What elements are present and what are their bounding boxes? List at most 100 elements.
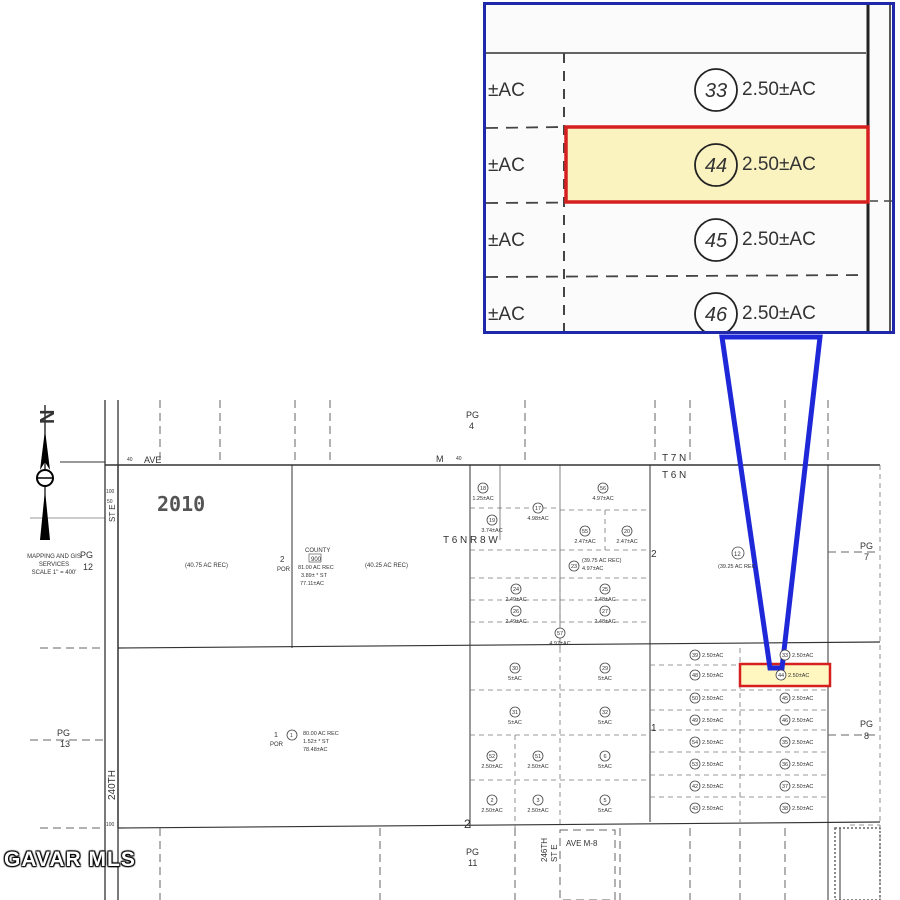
parcel-number-circle xyxy=(599,662,611,674)
inset-row-parcel-46[interactable]: ±AC 46 2.50±AC xyxy=(488,292,816,331)
page-ref-4[interactable]: PG 4 xyxy=(466,410,479,431)
street-width-100-top: 100 xyxy=(106,489,115,495)
parcel-number: 24 xyxy=(513,587,519,593)
parcel-acreage: 4.97±AC xyxy=(549,641,570,647)
parcel-26-label[interactable]: 262.49±AC xyxy=(505,605,527,625)
parcel-number-circle xyxy=(779,780,791,792)
parcel-2-label[interactable]: 22.50±AC xyxy=(481,794,503,814)
parcel-3-label[interactable]: 3 2.50±AC xyxy=(527,794,549,814)
svg-text:PG: PG xyxy=(80,550,93,560)
inset-left-acreage-fragment: ±AC xyxy=(488,230,525,251)
parcel-20-label[interactable]: 202.47±AC xyxy=(616,525,638,545)
township-t7n: T 7 N xyxy=(662,453,686,464)
parcel-acreage: 5±AC xyxy=(598,764,612,770)
svg-text:PG: PG xyxy=(57,728,70,738)
parcel-56-label[interactable]: 564.97±AC xyxy=(592,482,614,502)
parcel-number: 52 xyxy=(489,754,495,760)
parcel-1-label[interactable]: 1 POR 1 80.00 AC REC 1.52± * ST 78.48±AC xyxy=(270,729,339,753)
svg-text:77.11±AC: 77.11±AC xyxy=(300,581,324,587)
parcel-6-label[interactable]: 6 5±AC xyxy=(598,750,612,770)
svg-text:PG: PG xyxy=(860,541,873,551)
parcel-17-label[interactable]: 174.98±AC xyxy=(527,502,549,522)
parcel-number: 44 xyxy=(778,673,784,679)
parcel-number: 48 xyxy=(692,673,698,679)
small-parcel-labels: 181.25±AC193.74±AC174.98±AC564.97±AC552.… xyxy=(472,482,813,814)
page-ref-11[interactable]: PG 11 xyxy=(466,847,479,868)
parcel-number: 53 xyxy=(692,762,698,768)
section-number-1: 1 xyxy=(651,723,657,734)
parcel-31-label[interactable]: 315±AC xyxy=(508,706,522,726)
parcel-number-circle xyxy=(568,560,580,572)
north-arrow-icon: N xyxy=(36,405,59,540)
inset-parcel-number: 45 xyxy=(705,230,728,252)
parcel-25-label[interactable]: 252.48±AC xyxy=(594,583,616,603)
page-ref-8[interactable]: PG 8 xyxy=(860,719,873,741)
street-ave: AVE xyxy=(144,455,161,465)
parcel-19-label[interactable]: 193.74±AC xyxy=(481,514,503,534)
parcel-number: 49 xyxy=(692,718,698,724)
parcel-number-circle xyxy=(779,758,791,770)
parcel-acreage: 2.48±AC xyxy=(594,619,615,625)
street-240th: 240TH xyxy=(107,770,118,800)
page-ref-7[interactable]: PG 7 xyxy=(860,541,873,562)
parcel-29-label[interactable]: 295±AC xyxy=(598,662,612,682)
parcel-number-circle xyxy=(486,794,498,806)
parcel-32-label[interactable]: 325±AC xyxy=(598,706,612,726)
svg-text:3.89± * ST: 3.89± * ST xyxy=(301,573,328,579)
parcel-57-label[interactable]: 57 4.97±AC xyxy=(549,627,571,647)
inset-parcel-acreage: 2.50±AC xyxy=(742,303,816,324)
svg-text:11: 11 xyxy=(468,858,477,868)
parcel-acreage: 5±AC xyxy=(598,808,612,814)
parcel-24-label[interactable]: 242.49±AC xyxy=(505,583,527,603)
page-ref-13[interactable]: PG 13 xyxy=(57,728,70,749)
parcel-52-label[interactable]: 522.50±AC xyxy=(481,750,503,770)
section-number-2-bottom: 2 xyxy=(464,817,471,831)
parcel-number: 6 xyxy=(603,754,606,760)
mapping-note-line-1: MAPPING AND GIS xyxy=(27,554,81,560)
inset-parcel-number: 33 xyxy=(705,80,727,102)
parcel-2-label[interactable]: 2 POR COUNTY 900 81.00 AC REC 3.89± * ST… xyxy=(277,548,334,587)
inset-parcel-number: 46 xyxy=(705,304,728,326)
north-label: N xyxy=(37,410,59,424)
parcel-12-label[interactable]: 12 (39.25 AC REC xyxy=(718,546,756,570)
parcel-grid-lines xyxy=(470,465,828,828)
parcel-5-label[interactable]: 55±AC xyxy=(598,794,612,814)
parcel-55-label[interactable]: 552.47±AC xyxy=(574,525,596,545)
parcel-51-label[interactable]: 512.50±AC xyxy=(527,750,549,770)
parcel-number: 35 xyxy=(782,740,788,746)
parcel-number: 57 xyxy=(557,631,563,637)
parcel-30-label[interactable]: 305±AC xyxy=(508,662,522,682)
parcel-number: 27 xyxy=(602,609,608,615)
parcel-18-label[interactable]: 181.25±AC xyxy=(472,482,494,502)
parcel-number: 56 xyxy=(600,486,606,492)
inset-left-acreage-fragment: ±AC xyxy=(488,304,525,325)
parcel-number-circle xyxy=(599,605,611,617)
parcel-number: 46 xyxy=(782,718,788,724)
parcel-acreage: 2.50±AC xyxy=(527,808,548,814)
parcel-23-label[interactable]: 23(39.75 AC REC)4.97±AC xyxy=(568,558,622,572)
parcel-27-label[interactable]: 27 2.48±AC xyxy=(594,605,616,625)
parcel-number: 39 xyxy=(692,653,698,659)
mapping-note-line-2: SERVICES xyxy=(39,562,69,568)
parcel-number: 3 xyxy=(536,798,539,804)
page-ref-12[interactable]: PG 12 xyxy=(80,550,93,572)
